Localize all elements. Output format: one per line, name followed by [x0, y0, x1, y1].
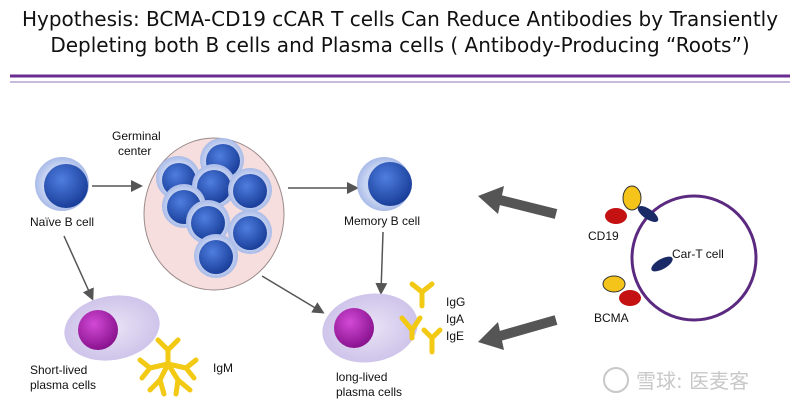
title-line-1: Hypothesis: BCMA-CD19 cCAR T cells Can R… [21, 7, 779, 31]
igg-antibody-icon [409, 281, 435, 309]
car-t-targets-memory-arrow [478, 186, 558, 219]
memory-b-cell-label: Memory B cell [344, 214, 420, 228]
igg-label: IgG [446, 295, 465, 309]
memory-b-cell [357, 157, 412, 211]
arrow-germinal-to-longlived [261, 275, 325, 314]
igm-antibody-icon [137, 337, 199, 397]
short-lived-label-2: plasma cells [30, 378, 96, 392]
germinal-center [143, 137, 285, 291]
germinal-center-label-1: Germinal [112, 129, 161, 143]
long-lived-label-1: long-lived [336, 370, 387, 384]
iga-antibody-icon [399, 315, 423, 341]
arrow-memory-to-longlived [375, 231, 388, 295]
bcma-receptor-icon [602, 256, 673, 306]
naive-b-cell [35, 157, 89, 211]
naive-b-cell-label: Naïve B cell [30, 215, 94, 229]
cd19-label: CD19 [588, 229, 619, 243]
watermark: 雪球: 医麦客 [603, 367, 749, 393]
car-t-cell-label: Car-T cell [672, 247, 724, 261]
igm-label: IgM [213, 361, 233, 375]
diagram-title: Hypothesis: BCMA-CD19 cCAR T cells Can R… [0, 6, 800, 58]
germinal-b-cells [156, 138, 272, 278]
car-t-cell [630, 194, 758, 322]
arrow-naive-to-shortlived [63, 235, 94, 301]
ige-antibody-icon [421, 327, 443, 355]
car-t-targets-plasma-arrow [478, 315, 558, 350]
long-lived-label-2: plasma cells [336, 385, 402, 399]
short-lived-label-1: Short-lived [30, 363, 87, 377]
long-lived-plasma-cell [322, 293, 418, 363]
ige-label: IgE [446, 329, 464, 343]
short-lived-plasma-cell [64, 295, 160, 361]
cd19-receptor-icon [605, 185, 659, 224]
iga-label: IgA [446, 312, 464, 326]
germinal-center-label-2: center [118, 144, 151, 158]
bcma-label: BCMA [594, 311, 629, 325]
watermark-text: 雪球: 医麦客 [636, 369, 749, 393]
title-line-2: Depleting both B cells and Plasma cells … [50, 33, 750, 57]
